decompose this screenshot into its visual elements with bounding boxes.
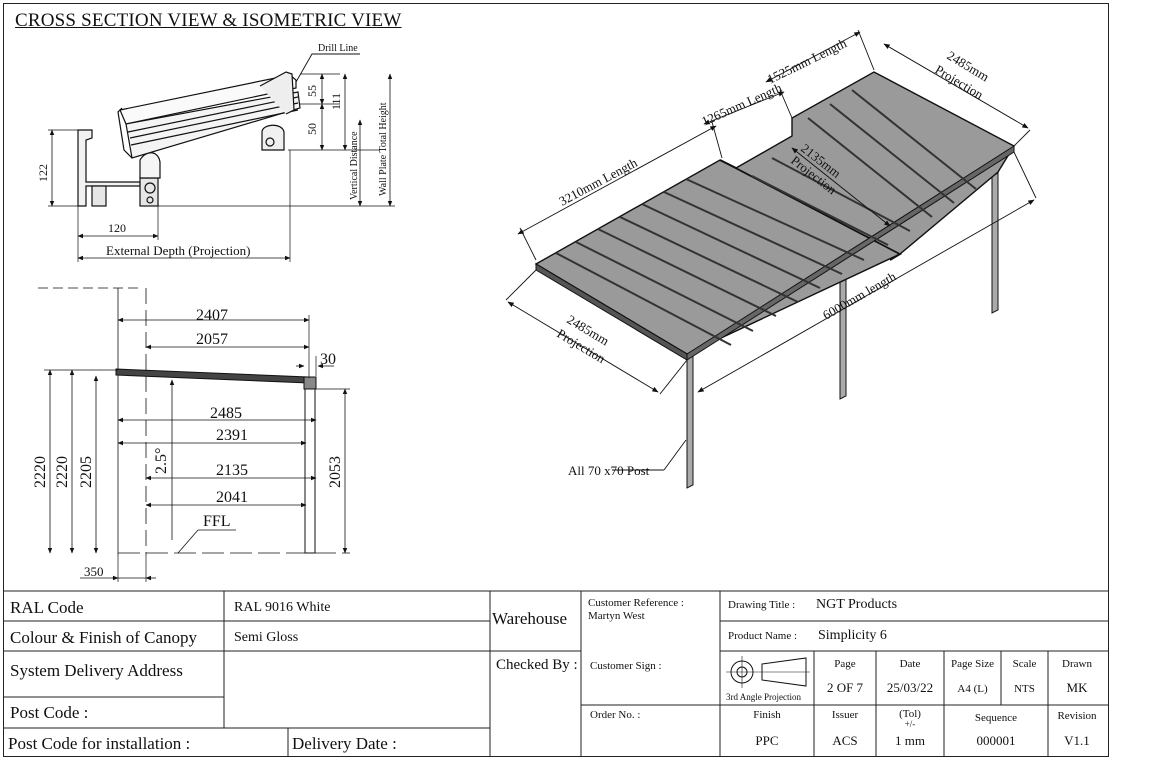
page-label: Page (834, 658, 856, 670)
warehouse-label: Warehouse (492, 609, 568, 628)
issuer-label: Issuer (831, 709, 859, 721)
drawing-area: Drill Line 55 111 50 122 120 Vertical Di… (32, 29, 1037, 582)
colour-finish-value: Semi Gloss (234, 630, 299, 645)
side-elevation (38, 287, 350, 582)
dim-2057: 2057 (196, 331, 228, 348)
len-3210-label: 3210mm Length (556, 155, 640, 209)
vertical-distance-label: Vertical Distance (349, 131, 360, 200)
dim-55: 55 (305, 85, 319, 97)
sequence-label: Sequence (974, 712, 1018, 724)
revision-label: Revision (1057, 710, 1097, 722)
colour-finish-label: Colour & Finish of Canopy (10, 628, 198, 647)
dim-2485: 2485 (210, 405, 242, 422)
dim-2407: 2407 (196, 307, 228, 324)
dim-2391: 2391 (216, 427, 248, 444)
post-label: All 70 x70 Post (568, 463, 650, 478)
dim-350: 350 (84, 564, 104, 579)
delivery-date-label: Delivery Date : (292, 734, 397, 753)
order-no-label: Order No. : (590, 709, 641, 721)
ral-code-label: RAL Code (10, 598, 84, 617)
height-2220-a: 2220 (32, 456, 49, 488)
dim-120: 120 (108, 221, 126, 235)
tol-plus-minus: +/- (904, 719, 916, 729)
drawing-title-label: Drawing Title : (728, 599, 796, 611)
drawing-title-value: NGT Products (816, 597, 898, 612)
dim-2135: 2135 (216, 462, 248, 479)
isometric-view (505, 29, 1037, 489)
finish-value: PPC (755, 733, 779, 748)
delivery-address-label: System Delivery Address (10, 661, 183, 680)
revision-value: V1.1 (1064, 733, 1090, 748)
angle-label: 2.5° (153, 448, 170, 474)
tol-value: 1 mm (895, 733, 925, 748)
len-1525-label: 1525mm Length (765, 35, 850, 87)
page-size-label: Page Size (950, 658, 995, 670)
drawing-frame (3, 3, 1109, 757)
page-size-value: A4 (L) (957, 683, 988, 695)
drawing-heading: CROSS SECTION VIEW & ISOMETRIC VIEW (15, 10, 402, 31)
ffl-label: FFL (203, 513, 231, 530)
external-depth-label: External Depth (Projection) (106, 243, 250, 258)
height-2220-b: 2220 (54, 456, 71, 488)
date-label: Date (899, 658, 921, 670)
projection-label: 3rd Angle Projection (726, 692, 801, 702)
date-value: 25/03/22 (886, 680, 934, 695)
cross-section-detail (48, 53, 395, 262)
drill-line-label: Drill Line (318, 43, 358, 54)
drawn-label: Drawn (1062, 658, 1092, 670)
scale-value: NTS (1014, 683, 1035, 695)
checked-by-label: Checked By : (496, 657, 578, 673)
len-1265-label: 1265mm Length (699, 80, 784, 129)
customer-ref-label: Customer Reference : (588, 597, 684, 609)
drawn-value: MK (1066, 680, 1088, 695)
wall-plate-height-label: Wall Plate Total Height (378, 102, 389, 196)
post-code-label: Post Code : (10, 703, 89, 722)
tol-label: (Tol) (899, 708, 921, 720)
dim-50: 50 (305, 123, 319, 135)
product-name-label: Product Name : (728, 630, 798, 642)
product-name-value: Simplicity 6 (818, 628, 887, 643)
customer-sign-label: Customer Sign : (590, 660, 662, 672)
dim-122: 122 (36, 164, 50, 182)
height-2053: 2053 (327, 456, 344, 488)
post-code-install-label: Post Code for installation : (8, 734, 191, 753)
sequence-value: 000001 (976, 733, 1016, 748)
customer-ref-value: Martyn West (588, 610, 645, 622)
dim-30: 30 (320, 351, 336, 368)
scale-label: Scale (1012, 658, 1037, 670)
finish-label: Finish (753, 709, 781, 721)
issuer-value: ACS (832, 733, 858, 748)
height-2205: 2205 (78, 456, 95, 488)
page-value: 2 OF 7 (826, 680, 864, 695)
dim-2041: 2041 (216, 489, 248, 506)
ral-code-value: RAL 9016 White (234, 600, 331, 615)
dim-111: 111 (329, 93, 343, 110)
